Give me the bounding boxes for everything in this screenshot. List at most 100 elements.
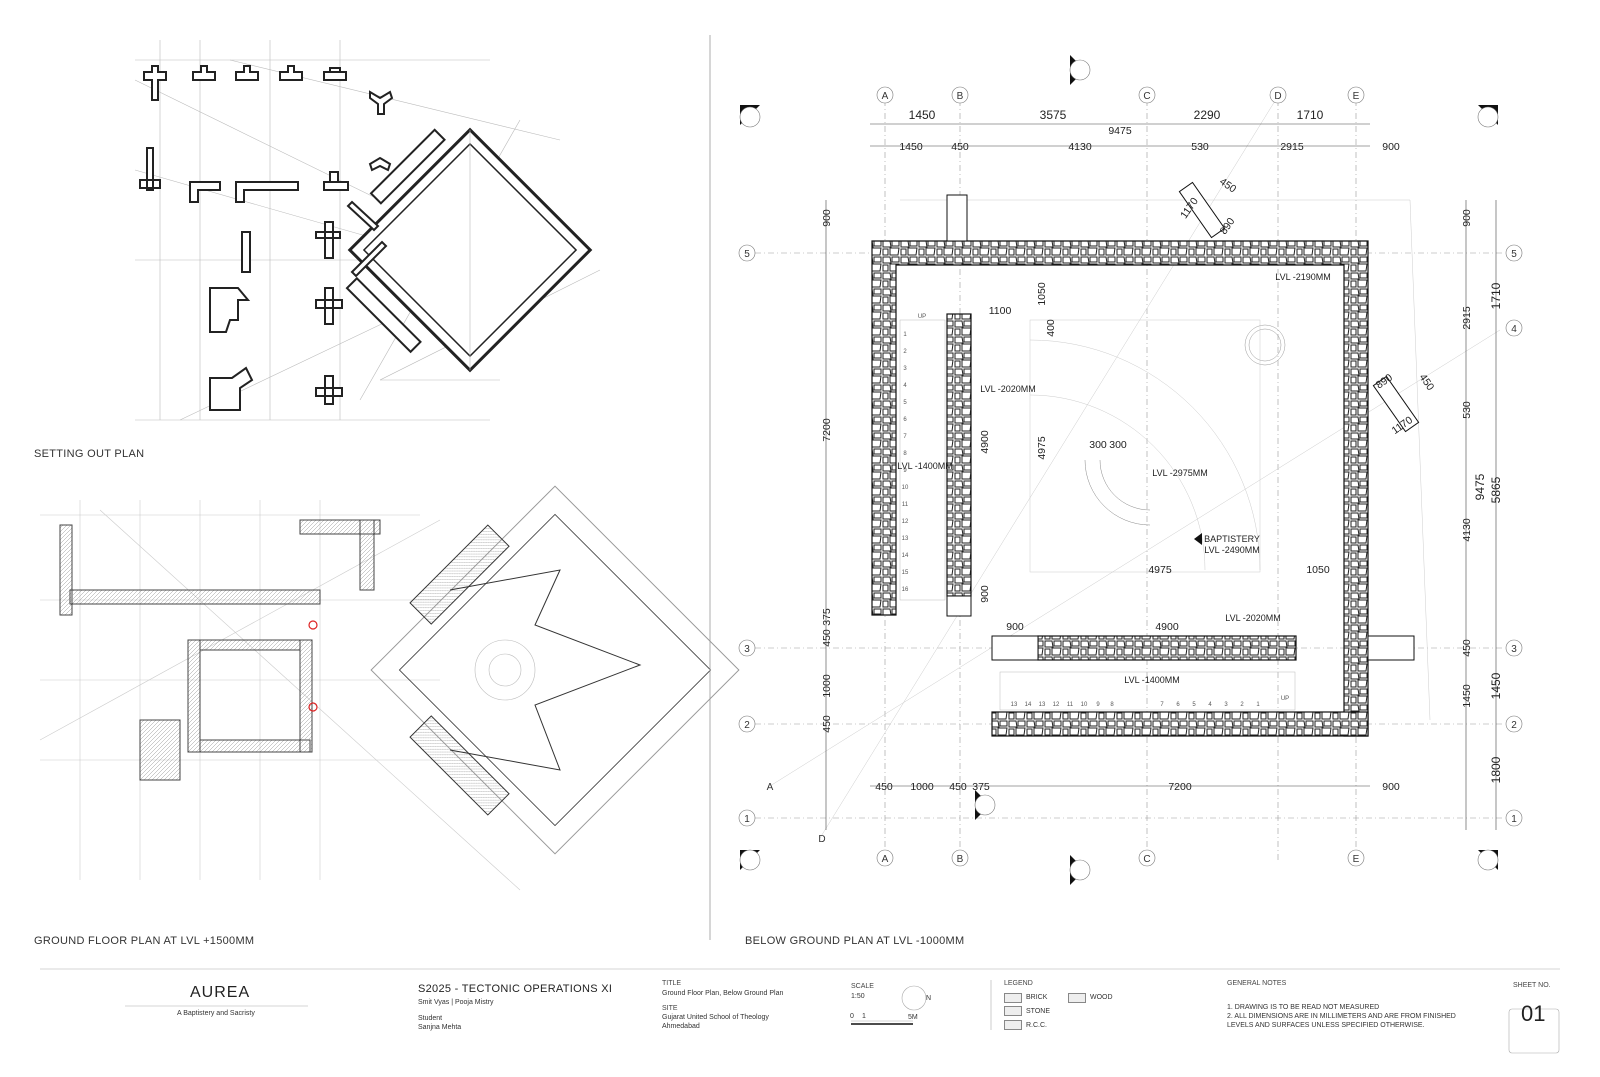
legend-swatch-rcc xyxy=(1004,1020,1022,1030)
dim-diag-890a: 890 xyxy=(1218,216,1238,237)
dim-r2-450: 450 xyxy=(951,141,969,153)
dim-r1-1450: 1450 xyxy=(1461,684,1473,708)
baptistery-label: BAPTISTERY xyxy=(1204,534,1260,544)
below-ground-plan-caption: BELOW GROUND PLAN AT LVL -1000MM xyxy=(745,935,965,947)
stair-step-number: 8 xyxy=(903,451,907,457)
stair-step-number: 1 xyxy=(1256,702,1260,708)
dim-r2-5865: 5865 xyxy=(1489,476,1503,503)
dim-left-450b: 450 xyxy=(821,715,833,733)
stair-step-number: 5 xyxy=(903,400,907,406)
stair-step-number: 13 xyxy=(902,536,909,542)
level-2020a: LVL -2020MM xyxy=(980,384,1036,394)
stair-step-number: 9 xyxy=(903,468,907,474)
student-name: Sanjna Mehta xyxy=(418,1024,462,1031)
notes-label: GENERAL NOTES xyxy=(1227,980,1287,987)
dim-int-4975h: 4975 xyxy=(1148,564,1172,576)
dim-int-1050h: 1050 xyxy=(1306,564,1330,576)
stair-step-number: 11 xyxy=(902,502,909,508)
stair-step-number: 14 xyxy=(1025,702,1032,708)
stair-up-bottom: UP xyxy=(1281,696,1289,702)
dim-left-1000: 1000 xyxy=(821,674,833,698)
dim-bot-1000: 1000 xyxy=(910,781,934,793)
dim-int-400: 400 xyxy=(1045,319,1057,337)
dim-int-300a: 300 xyxy=(1089,439,1107,451)
dim-top-total: 9475 xyxy=(1108,125,1132,137)
setting-out-plan xyxy=(134,40,601,421)
stair-step-number: 7 xyxy=(1160,702,1164,708)
dim-left-900: 900 xyxy=(821,209,833,227)
legend-stone: STONE xyxy=(1026,1008,1050,1015)
level-2975: LVL -2975MM xyxy=(1152,468,1208,478)
course-name: S2025 - TECTONIC OPERATIONS XI xyxy=(418,983,613,995)
scale-bar-1: 1 xyxy=(862,1013,866,1020)
dim-bot-450b: 450 xyxy=(949,781,967,793)
title-block xyxy=(40,968,1560,1054)
dim-r2-4130: 4130 xyxy=(1068,141,1092,153)
dim-r2-1450: 1450 xyxy=(1489,672,1503,699)
grid-row-4-right: 4 xyxy=(1511,324,1517,335)
level-2490: LVL -2490MM xyxy=(1204,545,1260,555)
dim-r2-9475: 9475 xyxy=(1473,473,1487,500)
stair-step-number: 10 xyxy=(1081,702,1088,708)
level-2190: LVL -2190MM xyxy=(1275,272,1331,282)
dim-int-900b: 900 xyxy=(979,585,991,603)
scale-bar-0: 0 xyxy=(850,1013,854,1020)
grid-row-3-left: 3 xyxy=(744,644,750,655)
grid-col-e-top: E xyxy=(1353,91,1360,102)
dim-r2-2915: 2915 xyxy=(1280,141,1304,153)
stair-up-left: UP xyxy=(918,314,926,320)
grid-row-3-right: 3 xyxy=(1511,644,1517,655)
legend-label: LEGEND xyxy=(1004,980,1033,987)
stair-step-number: 3 xyxy=(903,366,907,372)
legend-rcc: R.C.C. xyxy=(1026,1022,1047,1029)
title-label: TITLE xyxy=(662,980,682,987)
section-marker-d: D xyxy=(818,834,825,845)
dim-top-3575: 3575 xyxy=(1040,108,1067,122)
dim-bot-375: 375 xyxy=(972,781,990,793)
dim-r2-900: 900 xyxy=(1382,141,1400,153)
dim-left-450: 450 xyxy=(821,629,833,647)
project-subtitle: A Baptistery and Sacristy xyxy=(177,1010,255,1017)
setting-out-plan-caption: SETTING OUT PLAN xyxy=(34,448,145,460)
dim-left-7200: 7200 xyxy=(821,418,833,442)
grid-row-5-left: 5 xyxy=(744,249,750,260)
grid-col-d-top: D xyxy=(1274,91,1281,102)
stair-step-number: 7 xyxy=(903,434,907,440)
sheet-number: 01 xyxy=(1521,1001,1546,1026)
scale-bar-5: 5M xyxy=(908,1014,918,1021)
stair-step-number: 4 xyxy=(1208,702,1212,708)
dim-left-375: 375 xyxy=(821,608,833,626)
dim-int-1050a: 1050 xyxy=(1036,282,1048,306)
ground-floor-plan xyxy=(39,485,740,891)
dim-top-1710: 1710 xyxy=(1297,108,1324,122)
stair-step-number: 12 xyxy=(902,519,909,525)
note-2a: 2. ALL DIMENSIONS ARE IN MILLIMETERS AND… xyxy=(1227,1013,1456,1020)
sheet-title: Ground Floor Plan, Below Ground Plan xyxy=(662,990,784,997)
grid-col-a-bottom: A xyxy=(882,854,889,865)
stair-step-number: 10 xyxy=(902,485,909,491)
stair-step-number: 1 xyxy=(903,332,907,338)
stair-step-number: 2 xyxy=(903,349,907,355)
dim-r2-530: 530 xyxy=(1191,141,1209,153)
grid-row-1-right: 1 xyxy=(1511,814,1517,825)
scale-label: SCALE xyxy=(851,983,874,990)
grid-col-b-top: B xyxy=(957,91,964,102)
dim-bot-7200: 7200 xyxy=(1168,781,1192,793)
note-1: 1. DRAWING IS TO BE READ NOT MEASURED xyxy=(1227,1004,1380,1011)
stair-step-number: 11 xyxy=(1067,702,1074,708)
ground-floor-plan-caption: GROUND FLOOR PLAN AT LVL +1500MM xyxy=(34,935,255,947)
dim-diag-450a: 450 xyxy=(1217,176,1238,196)
dim-int-1100: 1100 xyxy=(989,305,1012,317)
site-line-2: Ahmedabad xyxy=(662,1023,700,1030)
student-label: Student xyxy=(418,1015,443,1022)
dim-top-2290: 2290 xyxy=(1194,108,1221,122)
stair-step-number: 6 xyxy=(1176,702,1180,708)
legend-wood: WOOD xyxy=(1090,994,1113,1001)
dim-r2-1800: 1800 xyxy=(1489,756,1503,783)
dim-int-4975v: 4975 xyxy=(1036,436,1048,460)
dim-int-300b: 300 xyxy=(1109,439,1127,451)
stair-step-number: 8 xyxy=(1110,702,1114,708)
below-ground-plan: A B C D E A B C E 5 3 2 1 5 4 3 2 1 A D … xyxy=(738,55,1523,885)
stair-step-number: 3 xyxy=(1224,702,1228,708)
